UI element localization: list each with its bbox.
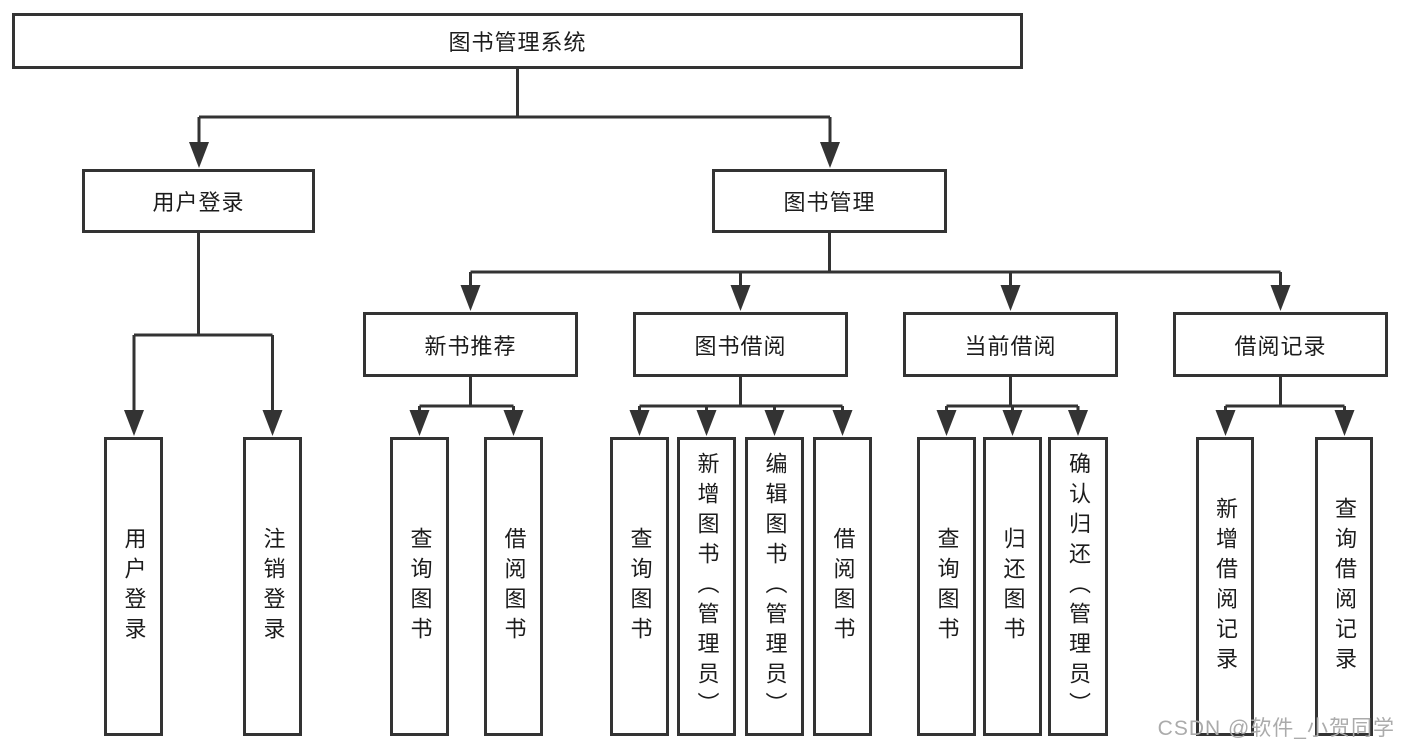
node-label: 归还图书	[1000, 526, 1026, 647]
leaf-records-search-borrow-record: 查询借阅记录	[1315, 437, 1373, 736]
node-label: 查询图书	[934, 526, 960, 647]
node-label: 图书管理	[783, 190, 876, 215]
node-user-login: 用户登录	[82, 169, 315, 233]
node-label: 用户登录	[121, 526, 147, 647]
leaf-user-login: 用户登录	[104, 437, 163, 736]
leaf-borrow-edit-books-admin: 编辑图书（管理员）	[745, 437, 804, 736]
leaf-current-search-books: 查询图书	[917, 437, 976, 736]
csdn-watermark: CSDN @软件_小贺同学	[1157, 717, 1395, 740]
node-label: 新增图书（管理员）	[694, 451, 720, 722]
node-label: 图书借阅	[694, 333, 787, 359]
leaf-borrow-add-books-admin: 新增图书（管理员）	[677, 437, 736, 736]
node-label: 新增借阅记录	[1213, 496, 1238, 677]
arrowheads	[124, 142, 1355, 436]
node-borrowing-records: 借阅记录	[1173, 312, 1388, 377]
leaf-logout: 注销登录	[243, 437, 302, 736]
leaf-newbook-borrow-books: 借阅图书	[484, 437, 543, 736]
tree-edges	[132, 69, 1346, 412]
leaf-newbook-search-books: 查询图书	[390, 437, 449, 736]
node-label: 用户登录	[152, 190, 245, 215]
node-label: 图书管理系统	[448, 30, 587, 55]
node-label: 借阅图书	[830, 526, 856, 647]
node-label: 查询图书	[407, 526, 433, 647]
leaf-current-return-books: 归还图书	[983, 437, 1042, 736]
node-label: 编辑图书（管理员）	[762, 451, 788, 722]
node-label: 确认归还（管理员）	[1066, 451, 1091, 722]
node-book-borrowing: 图书借阅	[633, 312, 848, 377]
node-new-book-recommendation: 新书推荐	[363, 312, 578, 377]
node-label: 注销登录	[260, 526, 286, 647]
node-label: 借阅记录	[1234, 333, 1327, 359]
leaf-current-confirm-return-admin: 确认归还（管理员）	[1048, 437, 1108, 736]
node-label: 新书推荐	[424, 333, 517, 359]
leaf-records-add-borrow-record: 新增借阅记录	[1196, 437, 1254, 736]
node-book-management: 图书管理	[712, 169, 947, 233]
node-library-system: 图书管理系统	[12, 13, 1023, 69]
leaf-borrow-search-books: 查询图书	[610, 437, 669, 736]
node-label: 查询借阅记录	[1332, 496, 1357, 677]
node-label: 借阅图书	[501, 526, 527, 647]
node-label: 查询图书	[627, 526, 653, 647]
leaf-borrow-borrow-books: 借阅图书	[813, 437, 872, 736]
node-label: 当前借阅	[964, 333, 1057, 359]
node-current-borrowing: 当前借阅	[903, 312, 1118, 377]
